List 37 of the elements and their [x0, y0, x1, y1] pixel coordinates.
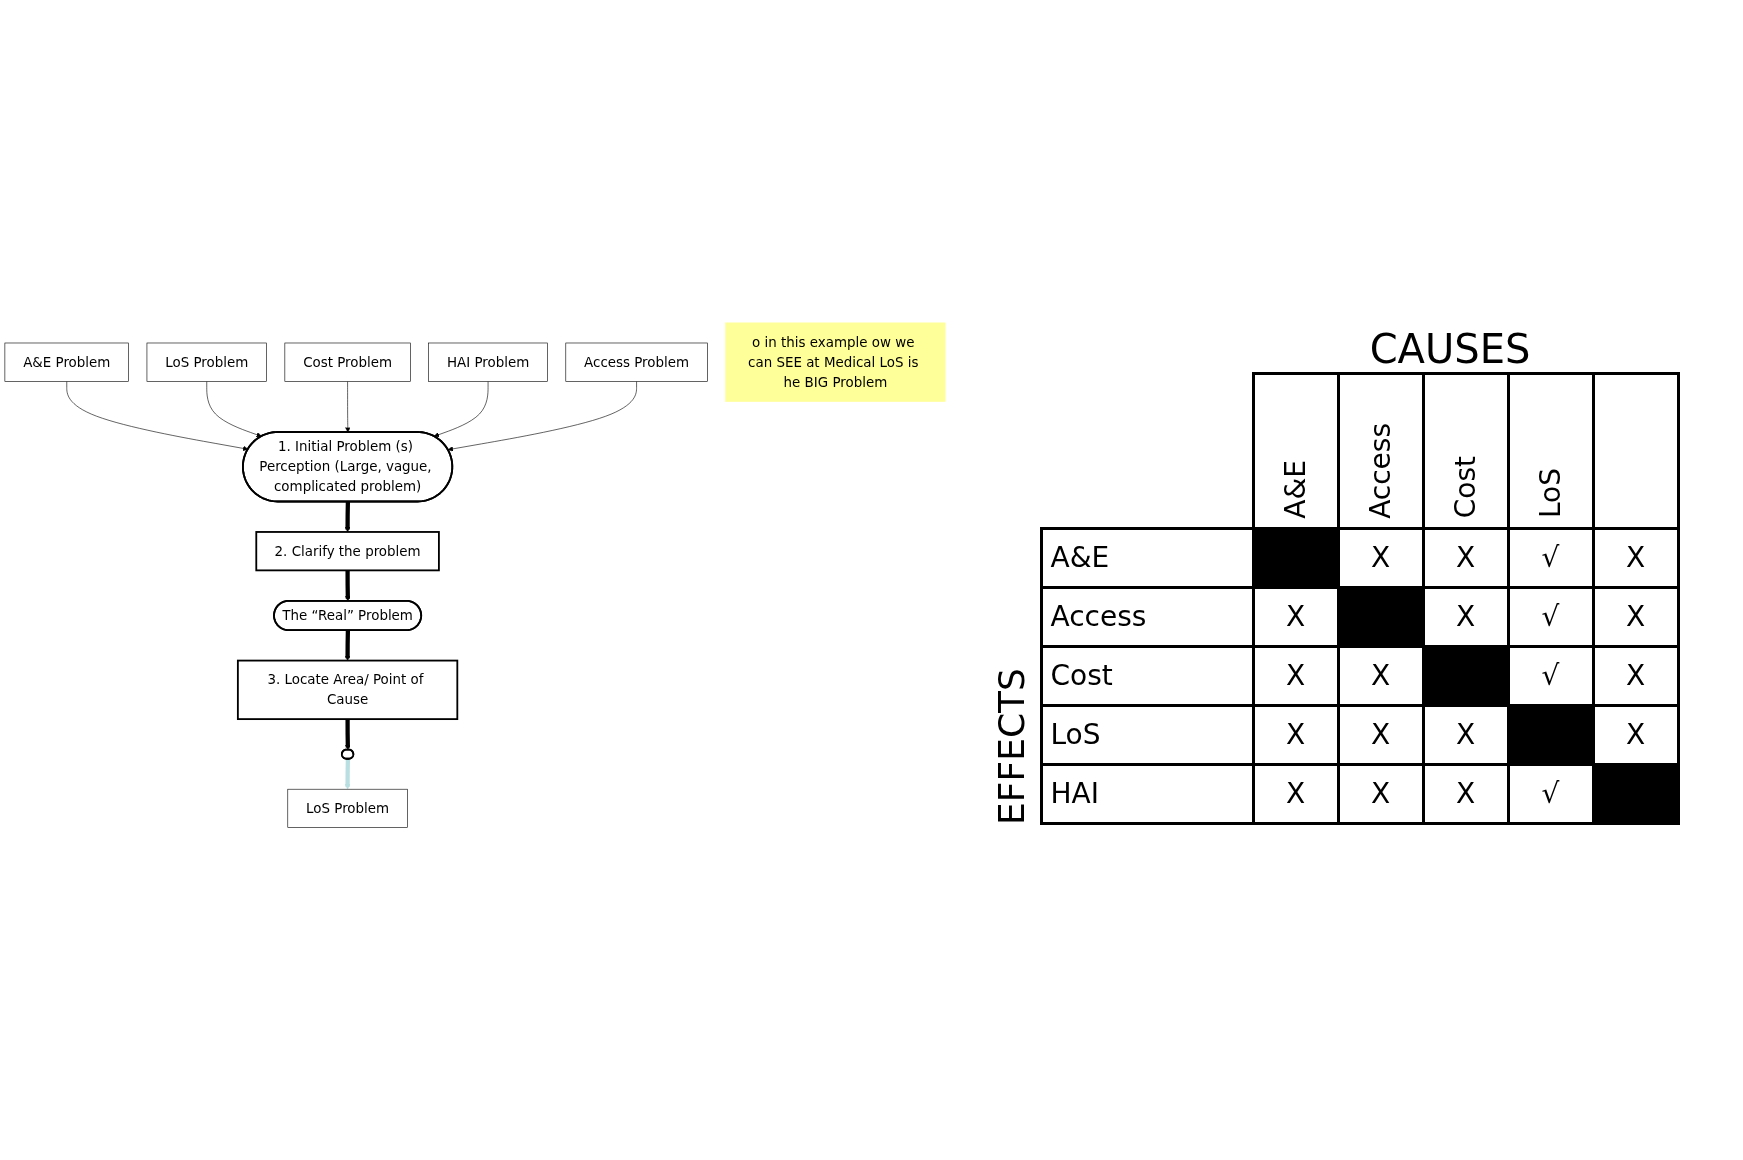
node-box: 2. Clarify the problem [255, 530, 440, 572]
table-cell: X [1338, 705, 1423, 764]
node-box: HAI Problem [428, 342, 548, 382]
column-header: LoS [1508, 373, 1593, 528]
column-header: Access [1338, 373, 1423, 528]
node-box: Access Problem [565, 342, 708, 382]
row-header: Cost [1041, 646, 1253, 705]
table-cell: √ [1508, 528, 1593, 587]
table-heading: CAUSES [1369, 325, 1531, 372]
column-header: A&E [1253, 373, 1338, 528]
table-cell: X [1253, 646, 1338, 705]
table-cell: X [1423, 764, 1508, 823]
node-box: 3. Locate Area/ Point of Cause [236, 659, 459, 720]
table-cell: X [1593, 646, 1678, 705]
row-header: LoS [1041, 705, 1253, 764]
node-box: o in this example ow we can SEE at Medical LoS is he BIG Problem [725, 322, 946, 402]
column-header: Cost [1423, 373, 1508, 528]
arrow [344, 501, 351, 532]
node-box: LoS Problem [146, 342, 267, 382]
node-box: Cost Problem [284, 342, 411, 382]
table-cell: √ [1508, 587, 1593, 646]
arrow [345, 718, 351, 750]
table-cell: X [1423, 528, 1508, 587]
arrow [344, 758, 351, 790]
arrow [344, 630, 351, 661]
table-cell: X [1253, 764, 1338, 823]
node-box: A&E Problem [4, 342, 129, 382]
node-box: LoS Problem [287, 788, 408, 828]
row-header: HAI [1041, 764, 1253, 823]
row-header: Access [1041, 587, 1253, 646]
row-header: A&E [1041, 528, 1253, 587]
table-cell: X [1593, 528, 1678, 587]
arrow [345, 570, 351, 602]
table-cell: X [1253, 705, 1338, 764]
table-heading: EFFECTS [990, 666, 1032, 825]
table-cell: X [1338, 764, 1423, 823]
table-cell: X [1593, 587, 1678, 646]
